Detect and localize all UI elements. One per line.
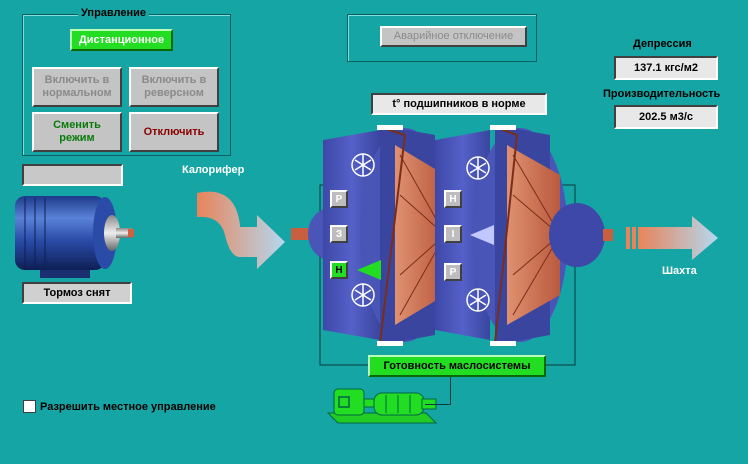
fan1-green-indicator — [357, 260, 381, 280]
shaft-arrow — [626, 216, 718, 260]
oil-pump-connector — [450, 377, 451, 404]
brake-motor-icon — [15, 196, 134, 278]
depression-value: 137.1 кгс/м2 — [614, 56, 718, 80]
emergency-group — [347, 14, 537, 62]
shaft-label: Шахта — [662, 265, 697, 277]
local-control-label: Разрешить местное управление — [40, 401, 216, 413]
oil-pump-icon — [326, 388, 438, 424]
fan2-indicator — [470, 225, 494, 245]
emergency-shutdown-button[interactable]: Аварийное отключение — [380, 26, 527, 47]
fan2-mode-button-i[interactable]: I — [444, 225, 462, 243]
fan-assembly — [291, 125, 613, 366]
heater-arrow — [197, 191, 285, 269]
fan1-mode-button-n[interactable]: Н — [330, 261, 348, 279]
bearing-status: t° подшипников в норме — [371, 93, 547, 115]
oil-pump-connector-h — [425, 404, 451, 405]
brake-status: Тормоз снят — [22, 282, 132, 304]
fan2-mode-button-n[interactable]: Н — [444, 190, 462, 208]
productivity-label: Производительность — [603, 88, 721, 100]
turn-off-button[interactable]: Отключить — [129, 112, 219, 152]
local-control-checkbox[interactable] — [23, 400, 36, 413]
depression-label: Депрессия — [633, 38, 692, 50]
oil-system-status: Готовность маслосистемы — [368, 355, 546, 377]
change-mode-button[interactable]: Сменить режим — [32, 112, 122, 152]
fan1-mode-button-r[interactable]: Р — [330, 190, 348, 208]
productivity-value: 202.5 м3/с — [614, 105, 718, 129]
remote-mode-button[interactable]: Дистанционное — [70, 29, 173, 51]
enable-reverse-button[interactable]: Включить в реверсном — [129, 67, 219, 107]
control-group-title: Управление — [78, 7, 150, 19]
fan1-mode-button-z[interactable]: З — [330, 225, 348, 243]
heater-label: Калорифер — [182, 164, 245, 176]
fan2-mode-button-r[interactable]: Р — [444, 263, 462, 281]
brake-blank-display — [22, 164, 123, 186]
enable-normal-button[interactable]: Включить в нормальном — [32, 67, 122, 107]
